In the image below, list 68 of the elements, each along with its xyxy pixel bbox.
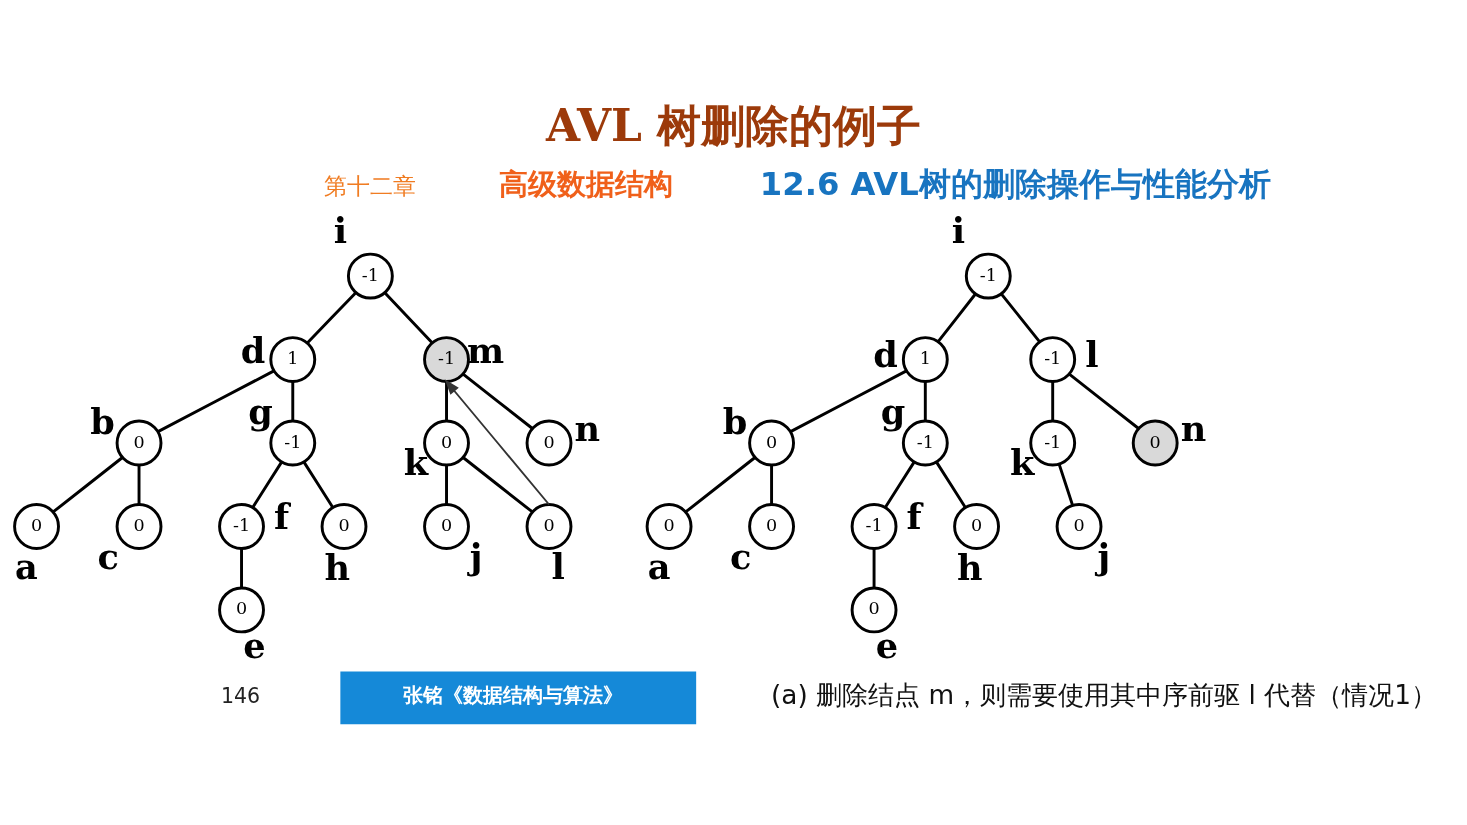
- node-circle: 0: [525, 502, 573, 550]
- connector: [789, 369, 908, 433]
- connector: [251, 461, 283, 508]
- connector: [872, 548, 876, 587]
- connector: [445, 464, 448, 504]
- label: 第十二章: [323, 171, 416, 200]
- node-circle: 0: [115, 419, 163, 466]
- label: 高级数据结构: [499, 166, 674, 201]
- connector: [157, 369, 275, 433]
- node-label: f: [906, 495, 922, 537]
- node-circle: 0: [525, 419, 573, 466]
- node-circle: 0: [115, 502, 163, 550]
- connector: [291, 381, 295, 421]
- node-circle: -1: [346, 252, 394, 300]
- node-label: b: [90, 400, 115, 442]
- connector: [52, 456, 123, 513]
- connector: [302, 461, 334, 508]
- node-circle: -1: [901, 419, 949, 466]
- node-circle: -1: [850, 502, 898, 550]
- node-label: n: [1180, 407, 1207, 449]
- node-label: d: [240, 329, 266, 371]
- node-label: d: [873, 333, 898, 375]
- connector: [384, 291, 433, 344]
- connector: [445, 381, 448, 421]
- connector: [306, 291, 357, 344]
- node-circle: 0: [13, 502, 60, 550]
- connector: [884, 461, 916, 508]
- node-label: n: [574, 407, 601, 449]
- connector: [462, 372, 534, 430]
- label: 146: [221, 683, 261, 708]
- connector: [684, 456, 756, 513]
- node-label: l: [1085, 333, 1099, 375]
- node-label: f: [273, 495, 290, 537]
- node-circle: 0: [850, 586, 898, 633]
- node-label: i: [951, 209, 966, 251]
- node-circle: -1: [1029, 335, 1077, 383]
- connector: [937, 292, 977, 342]
- node-label: i: [333, 209, 348, 251]
- node-circle: 0: [748, 419, 795, 466]
- node-label: j: [469, 535, 483, 577]
- diagram-title: AVL 树删除的例子: [546, 99, 922, 151]
- connector: [137, 464, 141, 504]
- node-circle: 0: [748, 502, 795, 550]
- node-circle: 1: [269, 335, 317, 383]
- node-circle: 0: [645, 502, 693, 550]
- connector: [923, 381, 927, 421]
- node-circle: 0: [320, 502, 368, 550]
- node-circle: 1: [901, 335, 949, 383]
- node-circle: 0: [1131, 419, 1179, 466]
- node-label: b: [722, 400, 748, 442]
- connector: [462, 456, 534, 513]
- connector: [240, 548, 243, 587]
- node-circle: 0: [218, 586, 265, 633]
- arrow: [444, 378, 550, 505]
- node-circle: -1: [964, 252, 1012, 300]
- connector: [1057, 463, 1074, 506]
- label: 张铭《数据结构与算法》: [403, 682, 624, 707]
- node-circle: -1: [269, 419, 317, 466]
- connector: [1068, 372, 1140, 430]
- connector: [935, 461, 967, 508]
- connector: [1051, 381, 1055, 421]
- connector: [770, 464, 774, 504]
- node-circle: -1: [218, 502, 265, 550]
- node-circle: 0: [423, 502, 470, 550]
- node-circle: 0: [953, 502, 1000, 550]
- caption: (a) 删除结点 m，则需要使用其中序前驱 l 代替（情况1）: [770, 679, 1437, 710]
- connector: [1000, 292, 1041, 343]
- label: 12.6 AVL树的删除操作与性能分析: [759, 164, 1271, 203]
